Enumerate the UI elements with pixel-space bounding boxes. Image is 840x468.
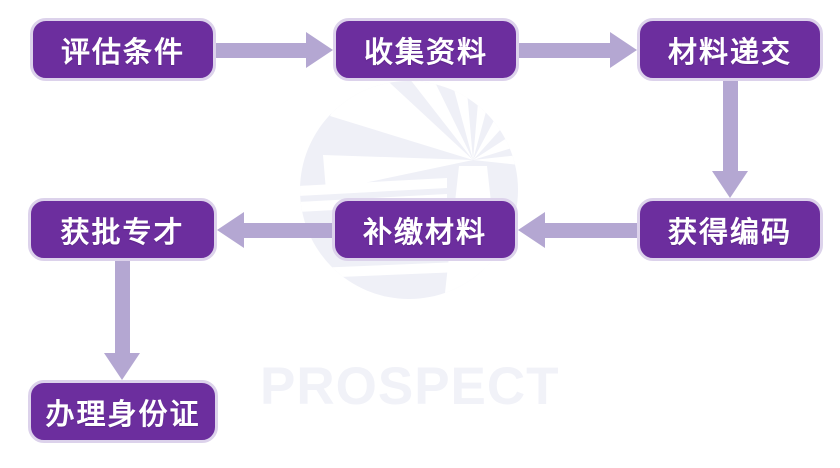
- flow-node-obtain-file-code: 获得编码: [637, 198, 823, 261]
- prospect-lighthouse-watermark-logo: [300, 81, 518, 299]
- arrow-head-down-icon: [712, 171, 748, 198]
- flow-node-supplement-materials: 补缴材料: [332, 198, 518, 261]
- flow-node-approved-talent: 获批专才: [28, 198, 217, 261]
- arrow-approved-to-idcard: [104, 261, 140, 380]
- arrow-supplement-to-approved: [217, 212, 332, 248]
- arrow-head-down-icon: [104, 353, 140, 380]
- arrow-shaft: [722, 81, 738, 171]
- flow-node-apply-id-card: 办理身份证: [28, 380, 218, 443]
- arrow-shaft: [216, 42, 306, 58]
- arrow-shaft: [114, 261, 130, 353]
- arrow-shaft: [244, 222, 332, 238]
- arrow-shaft: [545, 222, 637, 238]
- flow-node-assess-conditions: 评估条件: [30, 18, 216, 81]
- flow-node-collect-documents: 收集资料: [333, 18, 519, 81]
- arrow-head-right-icon: [306, 32, 333, 68]
- arrow-collect-to-submit: [519, 32, 637, 68]
- arrow-assess-to-collect: [216, 32, 333, 68]
- arrow-head-left-icon: [518, 212, 545, 248]
- arrow-shaft: [519, 42, 610, 58]
- arrow-code-to-supplement: [518, 212, 637, 248]
- arrow-submit-to-code: [712, 81, 748, 198]
- prospect-watermark-text: PROSPECT: [260, 357, 560, 416]
- flow-node-submit-materials: 材料递交: [637, 18, 823, 81]
- arrow-head-left-icon: [217, 212, 244, 248]
- arrow-head-right-icon: [610, 32, 637, 68]
